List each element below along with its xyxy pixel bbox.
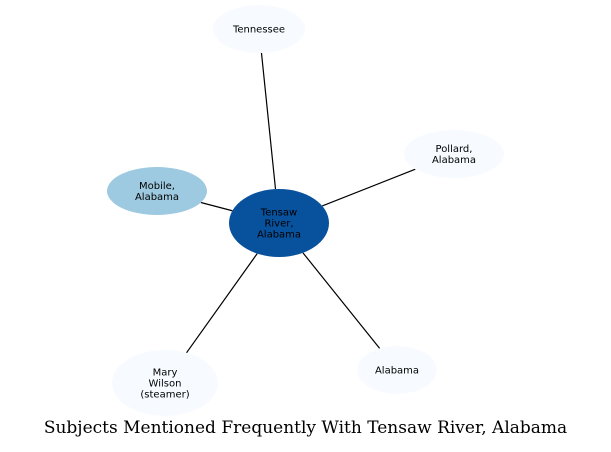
edge-tensaw-alabama	[302, 252, 381, 349]
node-mobile[interactable]: Mobile,Alabama	[107, 167, 207, 215]
node-mobile-label-line: Mobile,	[139, 181, 175, 192]
nodes: TennesseePollard,AlabamaMobile,AlabamaMa…	[107, 5, 504, 416]
node-pollard-label-line: Pollard,	[436, 144, 473, 155]
edges	[186, 52, 416, 354]
node-mary-wilson-ellipse	[112, 350, 218, 416]
node-pollard-ellipse	[404, 130, 504, 178]
node-tennessee[interactable]: Tennessee	[213, 5, 305, 53]
edge-tensaw-tennessee	[260, 52, 277, 190]
node-mary-wilson-label-line: Mary	[153, 368, 178, 379]
edge-tensaw-pollard	[322, 168, 416, 207]
node-mary-wilson-label-line: (steamer)	[140, 390, 189, 401]
edge-tensaw-mary-wilson	[186, 253, 258, 354]
node-alabama[interactable]: Alabama	[357, 346, 437, 394]
node-pollard[interactable]: Pollard,Alabama	[404, 130, 504, 178]
node-tennessee-label-line: Tennessee	[232, 25, 285, 36]
node-alabama-label-line: Alabama	[375, 366, 419, 377]
node-mary-wilson-label-line: Wilson	[149, 379, 182, 390]
node-tensaw-ellipse	[229, 189, 329, 257]
node-alabama-ellipse	[357, 346, 437, 394]
node-mobile-ellipse	[107, 167, 207, 215]
node-tensaw-label-line: River,	[264, 219, 293, 230]
node-tensaw-label-line: Tensaw	[260, 208, 297, 219]
node-mobile-label-line: Alabama	[135, 192, 179, 203]
graph-title: Subjects Mentioned Frequently With Tensa…	[43, 418, 568, 438]
node-tensaw-label-line: Alabama	[257, 230, 301, 241]
node-tennessee-ellipse	[213, 5, 305, 53]
node-pollard-label-line: Alabama	[432, 155, 476, 166]
edge-tensaw-mobile	[200, 201, 233, 212]
